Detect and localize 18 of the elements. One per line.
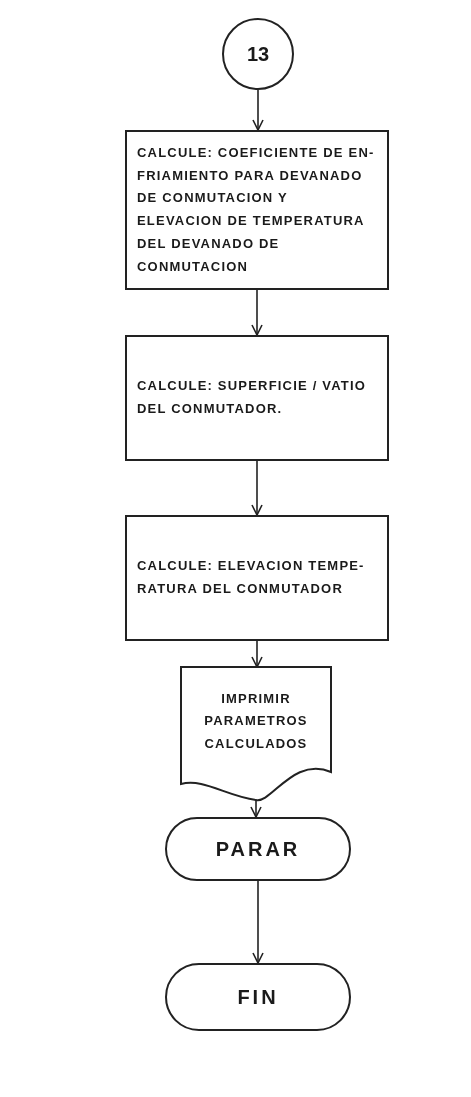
process-box — [125, 130, 389, 290]
arrow — [251, 640, 263, 668]
process-box — [125, 335, 389, 461]
arrow — [251, 289, 263, 336]
arrow — [250, 799, 262, 818]
node-label: FIN — [237, 985, 279, 1009]
node-label: 13 — [246, 42, 270, 66]
node-label: PARAR — [215, 837, 301, 861]
arrow — [252, 880, 264, 964]
arrow — [251, 460, 263, 516]
terminal-shape — [165, 817, 351, 881]
process-box — [125, 515, 389, 641]
node-label: CALCULE: COEFICIENTE DE EN- FRIAMIENTO PARA DEVANADO DE CONMUTACION Y ELEVACION DE TEMPERATURA DEL DEVANADO DE CONMUTACION — [137, 143, 376, 276]
node-label: IMPRIMIR PARAMETROS CALCULADOS — [203, 690, 309, 753]
node-label: CALCULE: SUPERFICIE / VATIO DEL CONMUTADOR. — [137, 377, 368, 418]
arrow — [252, 89, 264, 131]
document-shape — [181, 667, 331, 800]
node-label: CALCULE: ELEVACION TEMPE- RATURA DEL CONMUTADOR — [137, 557, 366, 598]
